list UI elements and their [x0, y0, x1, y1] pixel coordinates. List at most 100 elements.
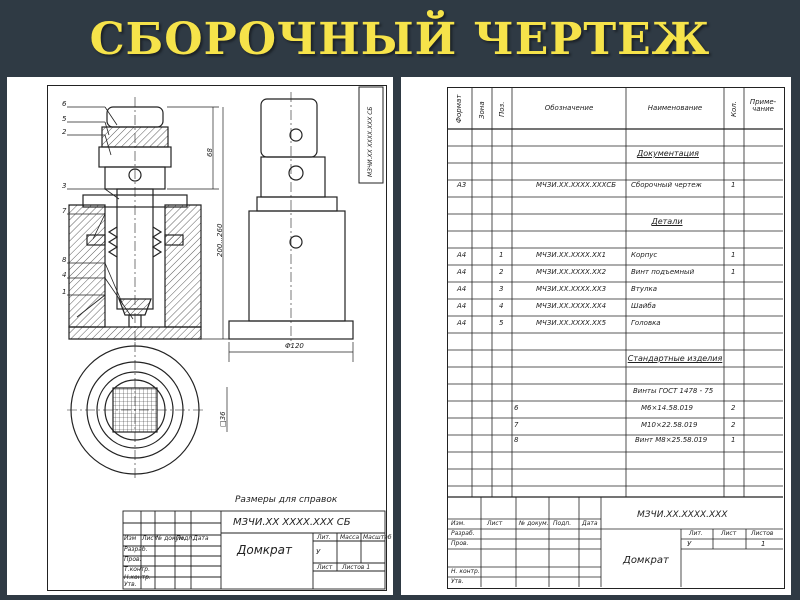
drawing-stamp-h2: № докум.: [156, 535, 186, 542]
spec-std-qty: 1: [731, 436, 736, 444]
spec-part-pos: 4: [499, 302, 504, 310]
section-view: [68, 97, 202, 345]
spec-stamp-s0: Лит.: [689, 530, 703, 537]
drawing-stamp-r3: Н.контр.: [124, 574, 151, 581]
spec-header-qty: Кол.: [730, 101, 738, 117]
part-label-4: 4: [62, 271, 67, 279]
spec-part-code: МЧЗИ.ХХ.ХХХХ.ХХ2: [536, 268, 607, 276]
assembly-drawing: [67, 86, 386, 590]
dim-square: □36: [219, 411, 227, 427]
spec-part-pos: 5: [499, 319, 504, 327]
spec-std-group: Винты ГОСТ 1478 - 75: [633, 387, 714, 395]
spec-header-zone: Зона: [478, 101, 486, 119]
spec-stamp-h4: Дата: [582, 520, 598, 527]
page-title: СБОРОЧНЫЙ ЧЕРТЕЖ: [89, 13, 711, 65]
drawing-stamp-r2: Т.контр.: [124, 566, 151, 573]
spec-section-parts: Детали: [651, 217, 683, 226]
spec-std-qty: 2: [731, 421, 736, 429]
drawing-stamp-name: Домкрат: [237, 543, 292, 557]
spec-part-code: МЧЗИ.ХХ.ХХХХ.ХХ3: [536, 285, 607, 293]
spec-part-format: А4: [457, 319, 467, 327]
drawing-stamp-s4: Листов 1: [342, 564, 371, 571]
drawing-stamp-h0: Изм: [124, 535, 137, 542]
spec-std-pos: 7: [514, 421, 519, 429]
spec-part-pos: 3: [499, 285, 504, 293]
spec-part-name: Головка: [631, 319, 661, 327]
spec-stamp-sheets: 1: [761, 540, 766, 548]
spec-stamp-code: МЗЧИ.ХХ.ХХХХ.ХХХ: [637, 510, 728, 520]
spec-grid: [448, 88, 783, 587]
drawing-stamp-lines: [122, 510, 386, 590]
spec-part-qty: 1: [731, 251, 736, 259]
spec-std-name: М10×22.58.019: [641, 421, 698, 429]
spec-part-pos: 1: [499, 251, 504, 259]
drawing-stamp-h4: Дата: [193, 535, 209, 542]
spec-part-format: А4: [457, 302, 467, 310]
drawing-stamp-lit: У: [316, 548, 321, 556]
drawing-frame: [47, 85, 387, 591]
part-label-1: 1: [62, 288, 67, 296]
spec-std-name: Винт М8×25.58.019: [635, 436, 708, 444]
spec-part-format: А4: [457, 268, 467, 276]
part-label-5: 5: [62, 115, 67, 123]
spec-header-name: Наименование: [647, 104, 703, 112]
spec-stamp-h3: Подп.: [553, 520, 572, 527]
spec-doc-qty: 1: [731, 181, 736, 189]
drawing-stamp-r4: Утв.: [124, 581, 137, 588]
spec-stamp-r3: Утв.: [451, 578, 464, 585]
spec-doc-name: Сборочный чертеж: [631, 181, 702, 189]
spec-part-name: Шайба: [631, 302, 656, 310]
dim-height: 68: [206, 148, 214, 157]
drawing-stamp-r0: Разраб.: [124, 546, 148, 553]
drawing-stamp-s1: Масса: [340, 534, 360, 541]
spec-std-name: М6×14.58.019: [641, 404, 693, 412]
part-label-7: 7: [62, 207, 67, 215]
spec-stamp-s1: Лист: [721, 530, 737, 537]
spec-part-code: МЧЗИ.ХХ.ХХХХ.ХХ1: [536, 251, 607, 259]
spec-part-name: Втулка: [631, 285, 658, 293]
spec-stamp-lit: У: [687, 540, 692, 548]
drawing-stamp-r1: Пров.: [124, 556, 142, 563]
drawing-stamp-code: МЗЧИ.ХХ ХХХХ.ХХХ СБ: [233, 517, 351, 528]
spec-std-pos: 6: [514, 404, 519, 412]
spec-section-docs: Документация: [637, 149, 699, 158]
spec-stamp-h2: № докум.: [519, 520, 549, 527]
drawing-stamp-h3: Подп.: [176, 535, 195, 542]
spec-frame: [447, 87, 785, 589]
drawing-stamp-s2: Масштаб: [363, 534, 392, 541]
dim-diameter: Φ120: [285, 342, 304, 350]
part-label-6: 6: [62, 100, 67, 108]
spec-part-format: А4: [457, 251, 467, 259]
spec-part-pos: 2: [499, 268, 504, 276]
spec-doc-format: А3: [457, 181, 467, 189]
spec-stamp-h1: Лист: [487, 520, 503, 527]
spec-doc-code: МЧЗИ.ХХ.ХХХХ.ХХХСБ: [536, 181, 617, 189]
spec-stamp-h0: Изм.: [451, 520, 466, 527]
spec-part-code: МЧЗИ.ХХ.ХХХХ.ХХ5: [536, 319, 607, 327]
spec-header-note: Приме-чание: [749, 98, 777, 113]
part-leaders: [67, 106, 134, 320]
spec-sheet: Формат Зона Поз. Обозначение Наименовани…: [401, 77, 791, 595]
spec-stamp-s2: Листов: [751, 530, 774, 537]
part-label-8: 8: [62, 256, 67, 264]
spec-section-std: Стандартные изделия: [627, 354, 723, 363]
drawing-sheet: 6 5 2 3 7 8 4 1 68 200...260 Φ120 □36 МЗ…: [7, 77, 393, 595]
drawing-stamp-h1: Лист: [142, 535, 158, 542]
spec-std-pos: 8: [514, 436, 519, 444]
spec-part-qty: 1: [731, 268, 736, 276]
spec-part-format: А4: [457, 285, 467, 293]
spec-header-format: Формат: [455, 94, 463, 123]
spec-header-pos: Поз.: [498, 101, 506, 118]
dimensions-note: Размеры для справок: [235, 495, 338, 505]
spec-header-code: Обозначение: [544, 104, 594, 112]
spec-stamp-name: Домкрат: [623, 555, 669, 566]
spec-part-code: МЧЗИ.ХХ.ХХХХ.ХХ4: [536, 302, 607, 310]
top-view: [67, 342, 203, 479]
part-label-3: 3: [62, 182, 67, 190]
side-code: МЗЧИ.ХХ ХХХХ.ХХХ СБ: [367, 106, 374, 177]
dimension-lines: [167, 106, 354, 432]
drawing-stamp-s0: Лит.: [317, 534, 331, 541]
part-label-2: 2: [62, 128, 67, 136]
spec-part-name: Корпус: [631, 251, 658, 259]
